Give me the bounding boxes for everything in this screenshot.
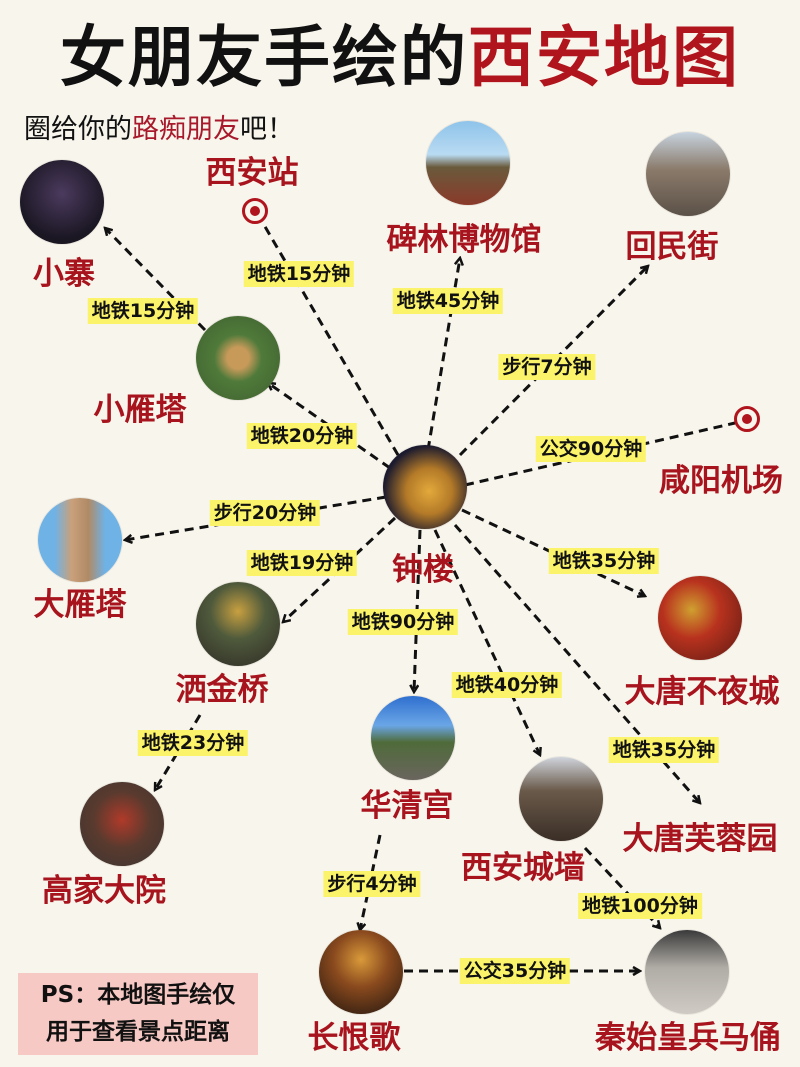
ps-note-line2: 用于查看景点距离 [46,1019,230,1045]
place-sajinqiao: 洒金桥 [175,672,269,708]
bell-tower-photo [383,445,467,529]
route-label: 地铁15分钟 [87,298,199,324]
place-terracotta: 秦始皇兵马俑 [595,1020,781,1056]
place-gaojia: 高家大院 [42,873,166,909]
title-red: 西安地图 [468,19,740,96]
xianyang-airport-pin-icon [734,406,760,432]
ps-note: PS：本地图手绘仅 用于查看景点距离 [18,973,258,1055]
gaojia-photo [80,782,164,866]
place-furongyuan: 大唐芙蓉园 [622,821,778,857]
place-huiminjie: 回民街 [625,229,719,265]
place-xiaoyanta: 小雁塔 [93,392,187,428]
route-label: 步行20分钟 [209,500,321,526]
place-dayanta: 大雁塔 [33,587,127,623]
route-label: 步行4分钟 [323,871,421,897]
route-label: 地铁23分钟 [137,730,249,756]
subtitle-prefix: 圈给你的 [24,114,132,145]
route-label: 公交90分钟 [535,436,647,462]
route-label: 地铁15分钟 [243,261,355,287]
ps-note-line1: PS：本地图手绘仅 [40,982,236,1008]
dayanta-photo [38,498,122,582]
route-label: 地铁45分钟 [392,288,504,314]
xian-station-pin-icon [242,198,268,224]
route-label: 地铁35分钟 [548,548,660,574]
terracotta-photo [645,930,729,1014]
subtitle-suffix: 吧！ [240,114,294,145]
place-xianyang-airport: 咸阳机场 [659,463,783,499]
route-label: 步行7分钟 [498,354,596,380]
place-beilin: 碑林博物馆 [386,222,542,258]
place-xiaozhai: 小寨 [33,256,95,292]
sajinqiao-photo [196,582,280,666]
place-xian-station: 西安站 [205,155,299,191]
city-wall-photo [519,757,603,841]
xiaoyanta-photo [196,316,280,400]
route-label: 公交35分钟 [459,958,571,984]
route-label: 地铁90分钟 [347,609,459,635]
page-title: 女朋友手绘的西安地图 [0,18,800,98]
route-label: 地铁19分钟 [246,550,358,576]
place-changhenge: 长恨歌 [307,1020,401,1056]
route-label: 地铁35分钟 [608,737,720,763]
beilin-photo [426,121,510,205]
place-city-wall: 西安城墙 [461,850,585,886]
place-huaqinggong: 华清宫 [360,788,454,824]
changhenge-photo [319,930,403,1014]
route-label: 地铁40分钟 [451,672,563,698]
xiaozhai-photo [20,160,104,244]
huaqinggong-photo [371,696,455,780]
route-label: 地铁20分钟 [246,423,358,449]
huiminjie-photo [646,132,730,216]
place-buyecheng: 大唐不夜城 [624,674,780,710]
place-center: 钟楼 [392,552,454,588]
route-label: 地铁100分钟 [578,893,702,919]
title-black: 女朋友手绘的 [60,19,468,96]
subtitle: 圈给你的路痴朋友吧！ [24,112,294,148]
buyecheng-photo [658,576,742,660]
subtitle-highlight: 路痴朋友 [132,114,240,145]
